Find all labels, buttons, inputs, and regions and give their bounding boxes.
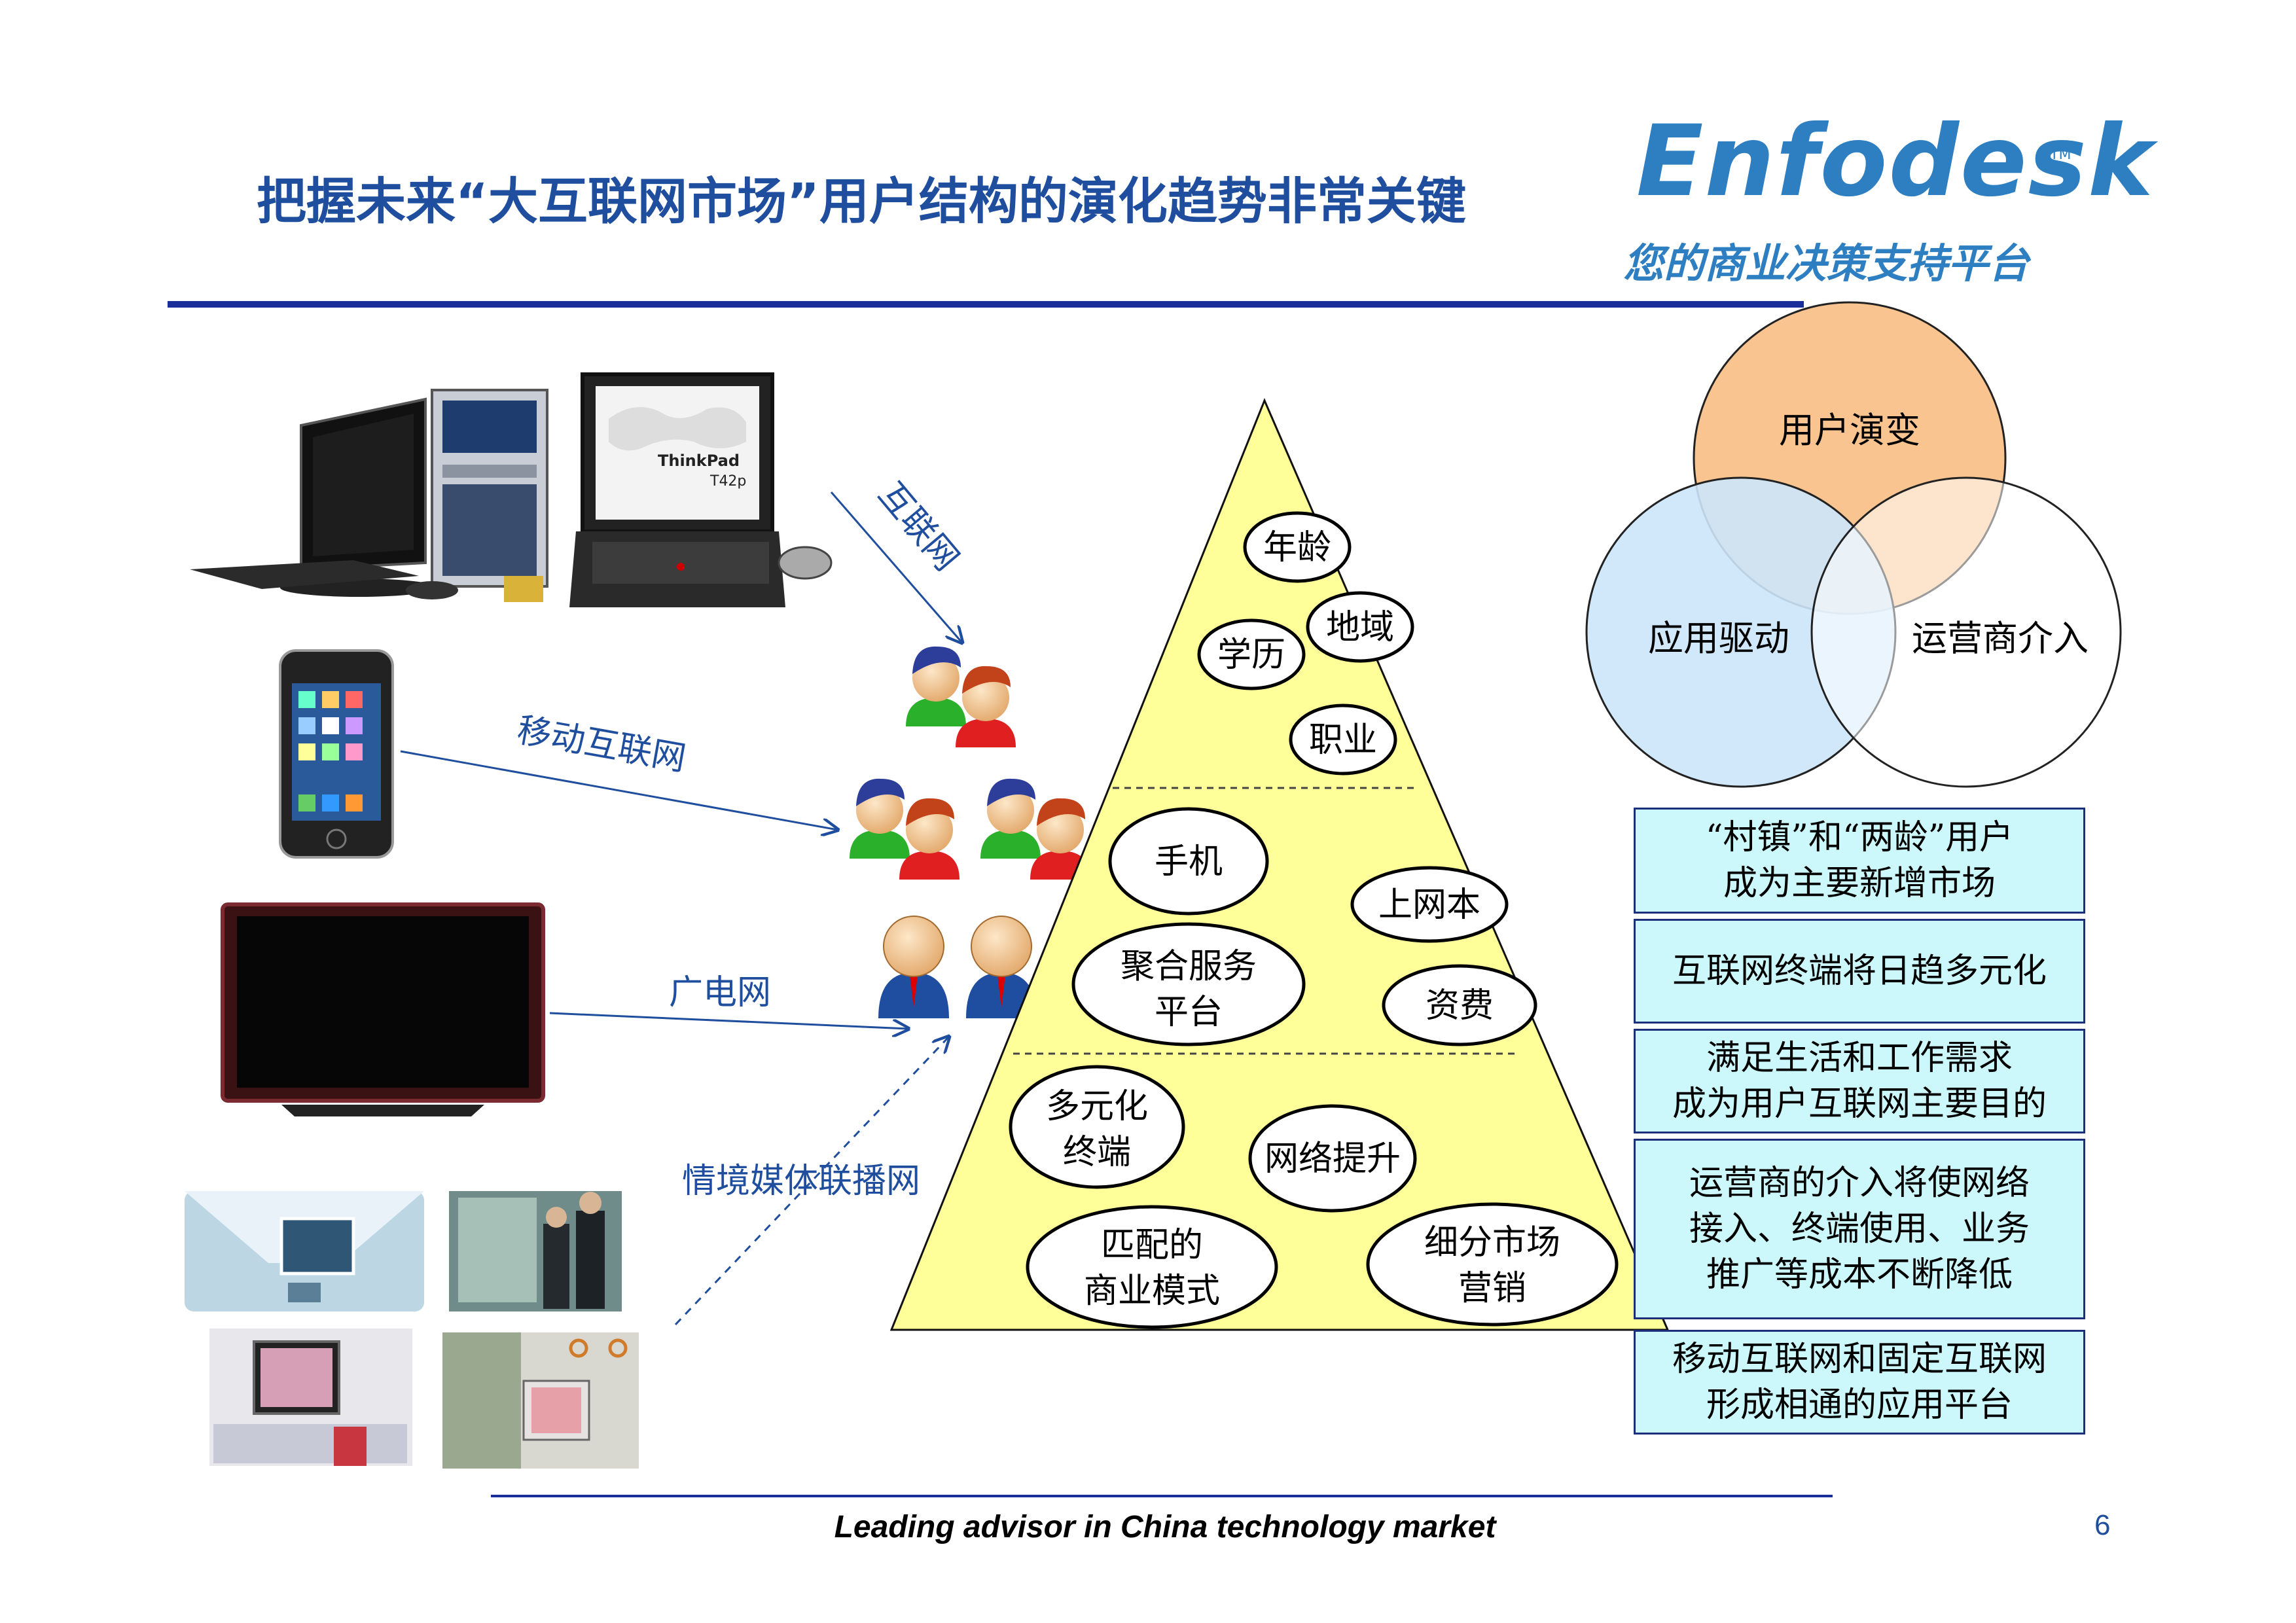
venn-diagram: 用户演变 应用驱动 运营商介入 [1585,301,2122,788]
venn-label-user: 用户演变 [1779,410,1920,451]
oval-diverse-terminal [1009,1065,1185,1189]
label-internet: 互联网 [870,475,966,579]
oval-phone [1108,807,1269,916]
oval-netbook-label: 上网本 [1378,885,1480,925]
oval-aggregate-platform [1071,922,1306,1046]
insight-box: 运营商的介入将使网络接入、终端使用、业务推广等成本不断降低 [1634,1139,2085,1319]
insight-line: 成为用户互联网主要目的 [1672,1084,2047,1124]
oval-netbook [1350,866,1509,943]
oval-match-label-2: 商业模式 [1084,1272,1220,1311]
insight-box: “村镇”和“两龄”用户成为主要新增市场 [1634,808,2085,914]
oval-occupation [1289,704,1397,776]
oval-tariff [1382,964,1537,1046]
enfodesk-logo: Enfodesk [1636,105,2155,219]
oval-diverse-label-2: 终端 [1063,1133,1131,1172]
thinkpad-model-label: T42p [709,473,746,490]
oval-region [1306,591,1414,663]
laptop-image: ThinkPad T42p [569,372,833,607]
venn-label-app: 应用驱动 [1648,618,1789,659]
oval-occupation-label: 职业 [1309,721,1377,760]
oval-age [1243,511,1352,583]
oval-diverse-label-1: 多元化 [1046,1087,1148,1126]
insight-line: “村镇”和“两龄”用户 [1705,818,2014,857]
user-group-icon [906,646,1016,747]
user-group-icon [980,778,1090,880]
page-number: 6 [2094,1509,2111,1541]
insight-line: 成为主要新增市场 [1723,864,1996,903]
insight-line: 形成相通的应用平台 [1706,1385,2013,1425]
thinkpad-label: ThinkPad [658,452,740,470]
oval-segment-label-2: 营销 [1458,1269,1526,1308]
footer-tagline: Leading advisor in China technology mark… [834,1510,1496,1544]
insight-box: 互联网终端将日趋多元化 [1634,919,2085,1024]
oval-aggregate-label-2: 平台 [1155,993,1223,1032]
oval-business-model [1026,1205,1278,1329]
insight-line: 移动互联网和固定互联网 [1672,1340,2047,1379]
businessmen-icon [878,916,1037,1018]
venn-circle-operator [1810,476,2122,788]
oval-match-label-1: 匹配的 [1101,1226,1203,1265]
user-group-icon [850,778,960,880]
insight-box: 移动互联网和固定互联网形成相通的应用平台 [1634,1330,2085,1435]
oval-network-upgrade [1248,1104,1417,1213]
context-media-photos [185,1191,639,1469]
logo-trademark: TM [2050,147,2072,163]
oval-tariff-label: 资费 [1426,986,1494,1026]
label-mobile-internet: 移动互联网 [514,711,689,779]
oval-network-label: 网络提升 [1265,1139,1401,1179]
label-broadcast-network: 广电网 [669,973,771,1012]
oval-segment-label-1: 细分市场 [1424,1223,1560,1262]
venn-label-operator: 运营商介入 [1912,618,2089,659]
oval-phone-label: 手机 [1155,842,1223,882]
insight-line: 满足生活和工作需求 [1706,1039,2013,1078]
insight-box: 满足生活和工作需求成为用户互联网主要目的 [1634,1029,2085,1133]
oval-education-label: 学历 [1217,635,1285,675]
oval-region-label: 地域 [1326,608,1394,647]
oval-education [1197,618,1306,690]
insight-line: 推广等成本不断降低 [1706,1255,2013,1294]
insight-line: 接入、终端使用、业务 [1689,1209,2030,1249]
oval-aggregate-label-1: 聚合服务 [1121,947,1257,986]
insight-line: 运营商的介入将使网络 [1689,1164,2030,1203]
footer-divider [491,1495,1833,1497]
insight-line: 互联网终端将日趋多元化 [1672,952,2047,991]
channel-arrows [400,491,962,1326]
desktop-computer-image [190,389,548,602]
label-context-media: 情境媒体联播网 [682,1162,920,1201]
oval-age-label: 年龄 [1263,528,1331,567]
smartphone-image [279,649,394,859]
logo-tagline: 您的商业决策支持平台 [1623,240,2030,287]
television-image [221,902,545,1116]
oval-segment-marketing [1366,1202,1619,1327]
header-divider [168,301,1804,308]
page-title: 把握未来“大互联网市场”用户结构的演化趋势非常关键 [257,172,1466,230]
